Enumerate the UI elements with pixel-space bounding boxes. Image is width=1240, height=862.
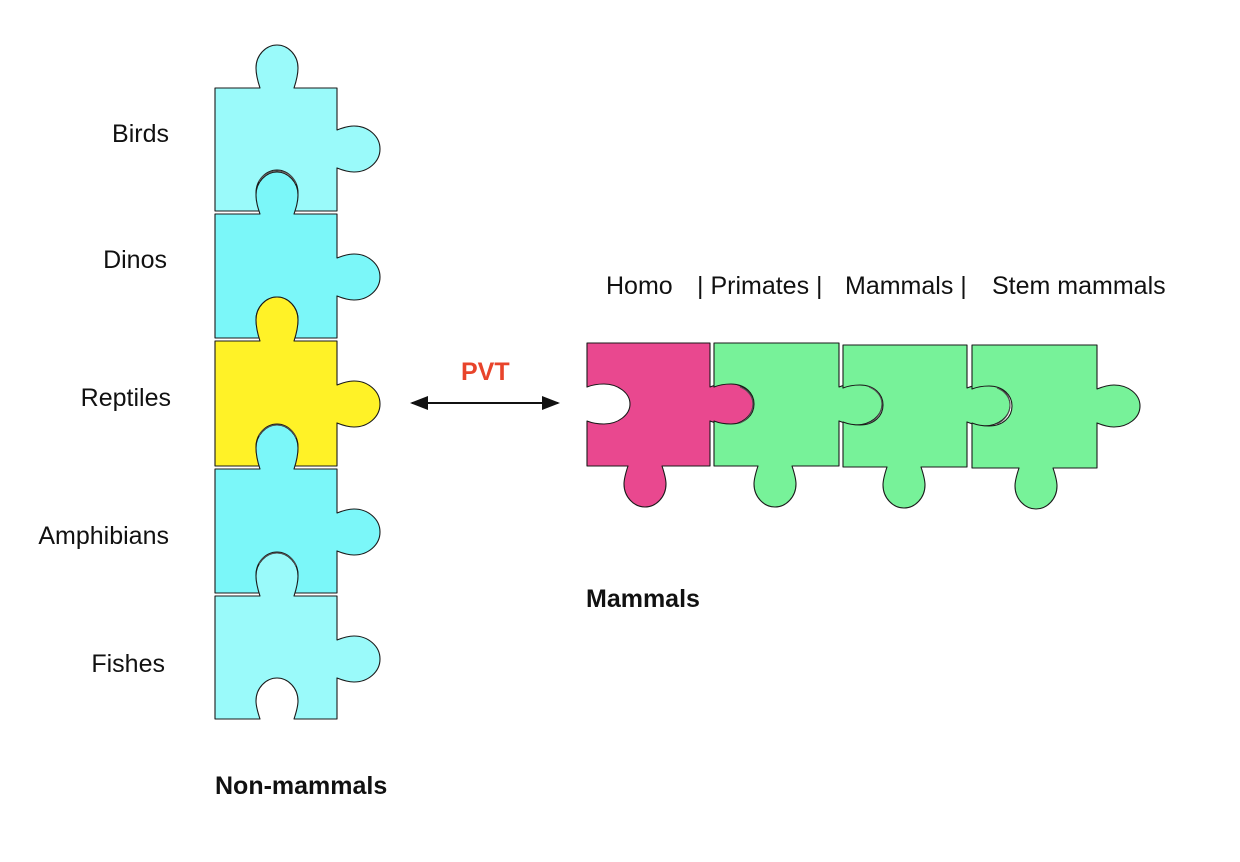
non-mammals-stack: [214, 44, 381, 720]
mammals-row: [586, 342, 1141, 510]
knob-shadow: [868, 386, 883, 424]
knob-shadow: [739, 386, 754, 424]
label-birds: Birds: [112, 120, 169, 148]
label-dinos: Dinos: [103, 246, 167, 274]
puzzle-piece-birds: [214, 44, 381, 212]
label-fishes: Fishes: [91, 650, 165, 678]
knob-shadow: [258, 552, 297, 567]
label-amphibians: Amphibians: [38, 522, 169, 550]
knob-shadow: [258, 170, 297, 185]
puzzle-piece-reptiles: [214, 296, 381, 467]
header-primates: | Primates |: [697, 272, 823, 300]
non-mammals-caption: Non-mammals: [215, 772, 388, 800]
header-homo: Homo: [606, 272, 673, 300]
header-mammals: Mammals |: [845, 272, 967, 300]
label-reptiles: Reptiles: [80, 384, 171, 412]
header-stem-mammals: Stem mammals: [992, 272, 1166, 300]
knob-shadow: [258, 424, 297, 439]
mammals-caption: Mammals: [586, 585, 700, 613]
pvt-label: PVT: [461, 358, 510, 386]
knob-shadow: [996, 387, 1011, 425]
puzzle-piece-stem-mammals: [971, 344, 1141, 510]
